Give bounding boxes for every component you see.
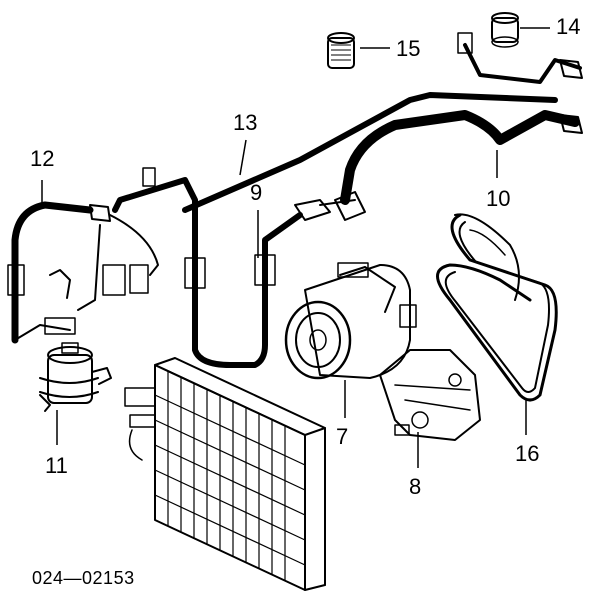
ac-compressor (284, 262, 417, 380)
leader-13 (239, 139, 247, 176)
compressor-bracket (379, 349, 481, 441)
callout-leader-lines (41, 27, 550, 468)
callout-7: 7 (336, 424, 349, 449)
callout-11: 11 (45, 453, 68, 478)
service-valve-cap (327, 32, 355, 69)
liquid-line (7, 201, 159, 344)
callout-15: 15 (396, 36, 421, 61)
callout-16: 16 (515, 441, 540, 466)
drive-belt (436, 213, 558, 402)
callout-13: 13 (233, 110, 258, 135)
callout-12: 12 (30, 146, 55, 171)
diagram-reference-code: 024—02153 (32, 568, 135, 588)
callout-10: 10 (486, 186, 511, 211)
callout-14: 14 (556, 14, 581, 39)
callout-9: 9 (250, 180, 263, 205)
pressure-pipe (334, 32, 583, 221)
suction-line (112, 92, 558, 368)
pressure-switch (491, 12, 519, 48)
receiver-drier (39, 342, 112, 412)
callout-8: 8 (409, 474, 422, 499)
condenser (124, 357, 326, 591)
